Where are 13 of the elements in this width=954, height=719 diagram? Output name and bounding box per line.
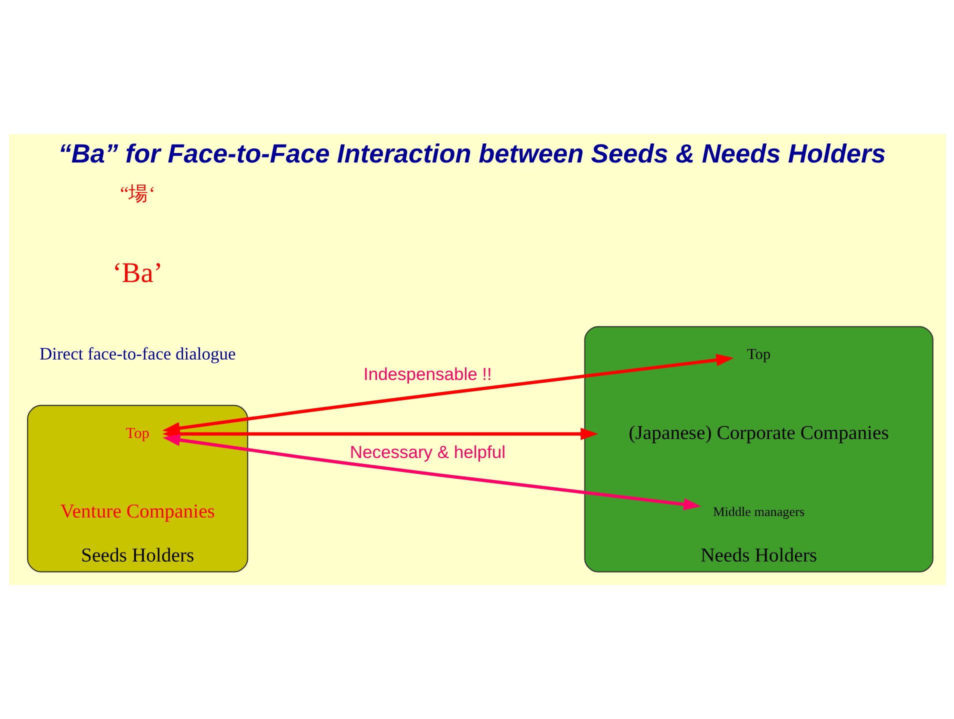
label: Direct face-to-face dialogue bbox=[38, 343, 236, 364]
edge-label: Necessary & helpful bbox=[349, 442, 506, 462]
node-label: Needs Holders bbox=[700, 544, 817, 566]
label: ‘Ba’ bbox=[112, 258, 162, 290]
node-text: (Japanese) Corporate Companies bbox=[628, 422, 888, 444]
edge-label: Indespensable !! bbox=[362, 364, 492, 384]
node-text: Middle managers bbox=[712, 504, 804, 520]
diagram-title: “Ba” for Face-to-Face Interaction between Seeds & Needs Holders bbox=[58, 138, 886, 169]
node-text: Venture Companies bbox=[60, 500, 214, 523]
label: “場‘ bbox=[119, 183, 155, 206]
node-label: Seeds Holders bbox=[80, 544, 194, 566]
node-text: Top bbox=[746, 346, 770, 364]
node-text: Top bbox=[125, 424, 149, 442]
